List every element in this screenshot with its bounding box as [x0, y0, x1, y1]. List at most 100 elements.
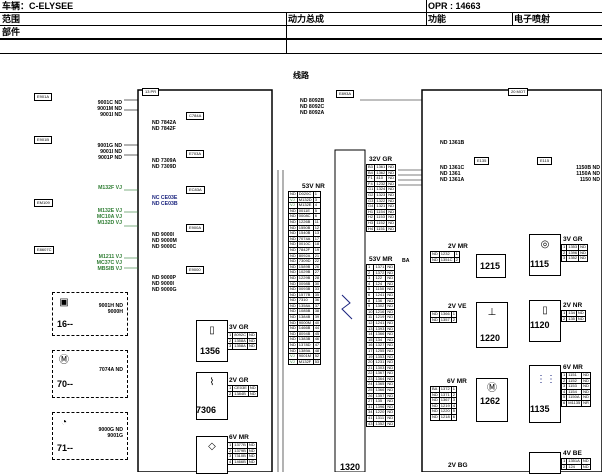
component-1215-num: 1215 — [480, 261, 501, 271]
dashed-16-num: 16-- — [57, 319, 74, 329]
comp-1220-title: 2V VE — [448, 303, 467, 310]
diagram-title: 线路 — [293, 71, 309, 80]
scope-label: 范围 — [2, 14, 21, 24]
component-4v-box — [529, 452, 561, 474]
component-1320-num: 1320 — [340, 462, 361, 472]
header-row-3: 部件 — [0, 26, 602, 39]
vehicle-label: 车辆：C-ELYSEE — [2, 1, 74, 11]
comp-4v-title: 4V BE — [563, 450, 582, 457]
component-1120-box: ▯ — [529, 300, 561, 342]
injector-icon: ◇ — [208, 441, 216, 452]
motor-icon: Ⓜ — [487, 383, 497, 394]
dashed-70-num: 70-- — [57, 379, 74, 389]
comp-1135-title: 6V MR — [563, 364, 583, 371]
header-row-2: 范围 动力总成 功能 电子喷射 — [0, 13, 602, 26]
coil-icon: ⋮⋮ — [536, 374, 556, 385]
comp-7306-title: 2V GR — [229, 377, 249, 384]
comp-1356-title: 3V GR — [229, 324, 249, 331]
component-1115-box: ◎ — [529, 234, 561, 276]
comp-1115-title: 3V GR — [563, 236, 583, 243]
tag-r2: E115 — [537, 157, 553, 165]
tag-m1: C784A — [186, 112, 205, 120]
temp-sensor-icon: ⊥ — [487, 307, 497, 318]
comp-1120-title: 2V NR — [563, 302, 583, 309]
opr-label: OPR : 14663 — [428, 1, 481, 11]
ecu-icon: ▣ — [59, 297, 69, 308]
comp-1320-title: 6V MR — [229, 434, 249, 441]
left-group-3a: M132F VJ — [98, 185, 122, 191]
tag-m5: E9000 — [186, 266, 204, 274]
tag-r1: E135 — [474, 157, 490, 165]
conn-53vmr-title: 53V MR — [369, 256, 393, 263]
top-right-line: ND 1361B — [440, 140, 465, 146]
component-label: 部件 — [2, 27, 21, 37]
tag-l4: E8607C — [34, 246, 55, 254]
ribbon-right-tag: 20 MOT — [508, 88, 529, 96]
component-1220-num: 1220 — [480, 333, 501, 343]
injection-label: 电子喷射 — [514, 14, 551, 24]
comp-1215-title: 2V MR — [448, 243, 468, 250]
component-1262-num: 1262 — [480, 396, 501, 406]
